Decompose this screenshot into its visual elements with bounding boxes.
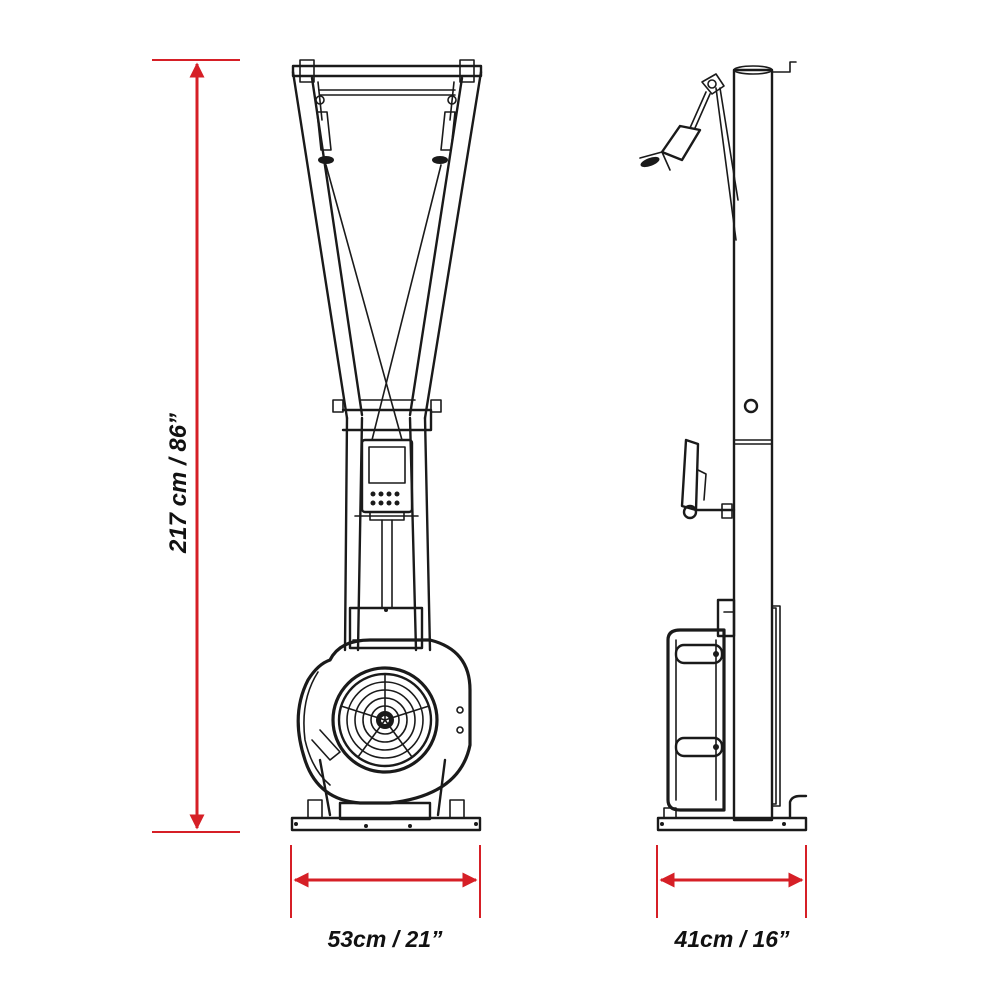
height-dimension: 217 cm / 86”	[152, 59, 240, 833]
front-left-handle	[315, 81, 334, 164]
front-base	[290, 758, 482, 832]
width-dimension: 53cm / 21”	[290, 845, 481, 952]
side-main-column	[715, 61, 797, 822]
width-label: 53cm / 21”	[327, 926, 443, 952]
side-rear-bracket	[771, 605, 781, 807]
side-flywheel	[666, 598, 736, 812]
front-right-handle	[432, 81, 457, 164]
side-monitor	[680, 438, 736, 520]
height-label: 217 cm / 86”	[165, 413, 192, 554]
front-mid-bracket	[332, 399, 442, 432]
side-base	[656, 794, 808, 832]
front-view-machine	[290, 59, 483, 832]
depth-dimension: 41cm / 16”	[656, 845, 807, 952]
front-monitor	[354, 438, 419, 609]
depth-label: 41cm / 16”	[673, 926, 790, 952]
side-view-machine	[639, 61, 808, 832]
front-lower-legs	[343, 416, 432, 652]
side-handle	[639, 73, 725, 171]
